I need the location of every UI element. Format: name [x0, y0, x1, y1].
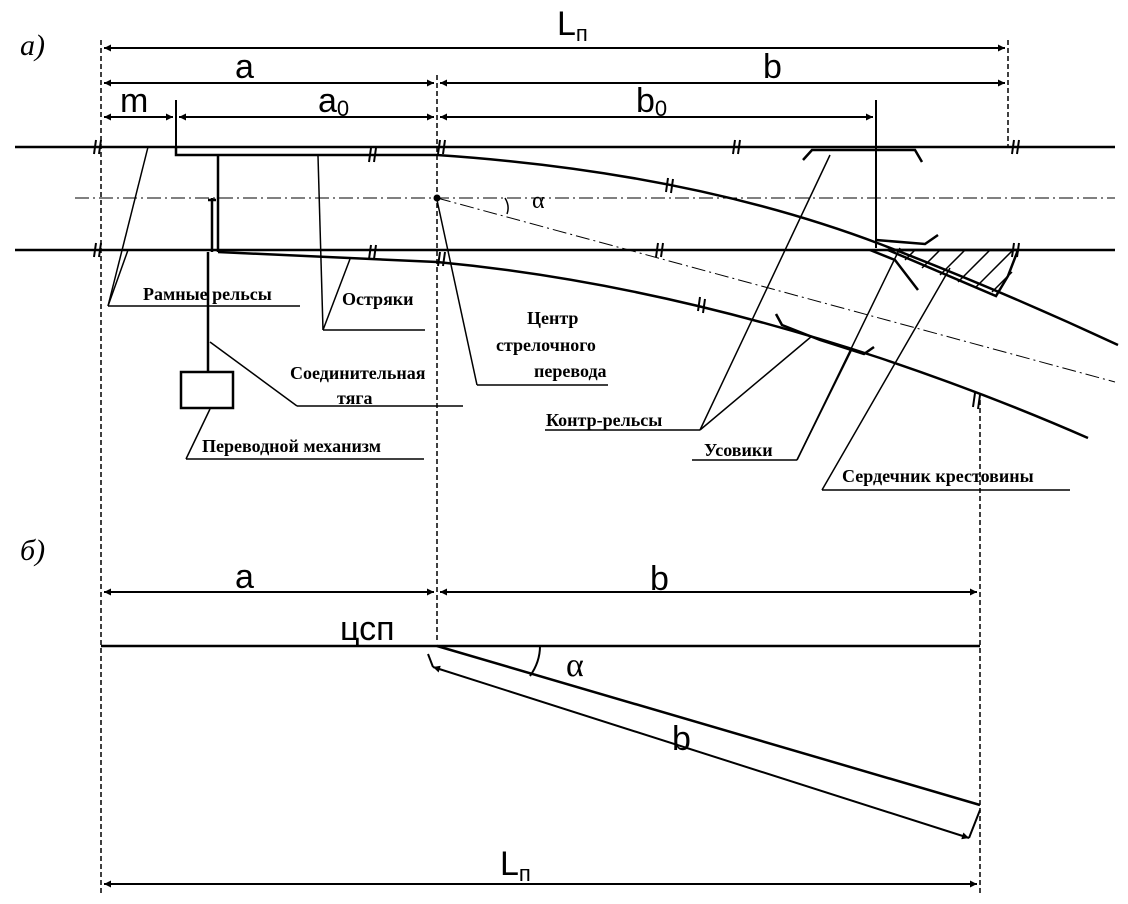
dim-b0-label: b0	[636, 82, 667, 121]
center-label-csp: цсп	[340, 610, 395, 648]
dim-a-label-b: a	[235, 558, 254, 596]
dim-m-label: m	[120, 82, 148, 120]
panel-b-label: б)	[20, 534, 45, 567]
axis-lines	[75, 197, 1116, 383]
label-frame-rails: Рамные рельсы	[143, 284, 272, 304]
dimension-lines-a	[104, 44, 1005, 121]
label-switch-blades: Остряки	[342, 289, 414, 309]
label-frog-core: Сердечник крестовины	[842, 466, 1034, 486]
scheme-lines-b	[101, 644, 981, 807]
switch-center-point	[433, 194, 441, 202]
label-center-1: Центр	[527, 308, 578, 328]
switch-machine-box	[179, 370, 235, 410]
dim-b-diag-label: b	[672, 720, 691, 758]
dimension-lines-b	[104, 588, 981, 888]
alpha-arc-b	[529, 645, 541, 677]
label-rod-2: тяга	[337, 388, 373, 408]
rail-joints	[93, 139, 1020, 410]
label-check-rails: Контр-рельсы	[546, 410, 662, 430]
label-mechanism: Переводной механизм	[202, 436, 381, 456]
label-center-3: перевода	[534, 361, 607, 381]
dim-b-label-b: b	[650, 560, 669, 598]
alpha-label-b: α	[566, 647, 584, 684]
dim-a0-label: a0	[318, 82, 349, 121]
dim-L-label: Lп	[557, 5, 588, 46]
dim-L-label-b: Lп	[500, 845, 531, 886]
dim-a-label: a	[235, 48, 254, 86]
panel-a-label: а)	[20, 29, 45, 62]
alpha-label-a: α	[532, 188, 545, 214]
dim-b-label: b	[763, 48, 782, 86]
label-wing-rails: Усовики	[704, 440, 773, 460]
frog-hatch	[904, 249, 1013, 293]
label-center-2: стрелочного	[496, 335, 596, 355]
leader-lines	[107, 146, 1070, 491]
alpha-arc-a	[504, 197, 509, 215]
label-rod-1: Соединительная	[290, 363, 426, 383]
